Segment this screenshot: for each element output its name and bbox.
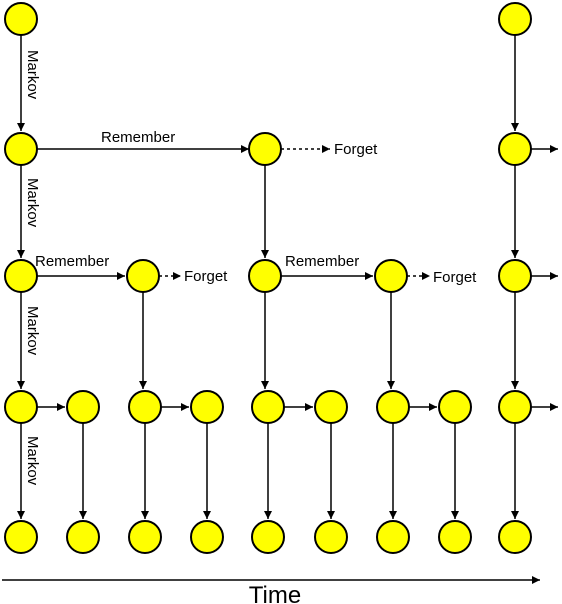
forget-label-3: Forget <box>433 269 477 286</box>
state-node-25 <box>314 520 348 554</box>
state-node-10 <box>498 259 532 293</box>
state-node-9 <box>374 259 408 293</box>
edges-layer <box>17 35 558 519</box>
state-node-22 <box>128 520 162 554</box>
state-node-13 <box>128 390 162 424</box>
state-node-16 <box>314 390 348 424</box>
state-node-8 <box>248 259 282 293</box>
state-node-5 <box>498 132 532 166</box>
markov-label-1: Markov <box>24 50 41 100</box>
state-node-14 <box>190 390 224 424</box>
state-node-6 <box>4 259 38 293</box>
state-node-26 <box>376 520 410 554</box>
state-node-4 <box>248 132 282 166</box>
state-node-18 <box>438 390 472 424</box>
nodes-layer <box>4 2 532 554</box>
remember-label-3: Remember <box>285 253 359 270</box>
markov-label-4: Markov <box>24 436 41 486</box>
state-node-12 <box>66 390 100 424</box>
state-node-24 <box>251 520 285 554</box>
state-node-21 <box>66 520 100 554</box>
state-node-1 <box>4 2 38 36</box>
state-node-20 <box>4 520 38 554</box>
time-label: Time <box>249 582 301 604</box>
state-node-3 <box>4 132 38 166</box>
remember-label-2: Remember <box>35 253 109 270</box>
state-node-27 <box>438 520 472 554</box>
state-node-19 <box>498 390 532 424</box>
markov-label-3: Markov <box>24 306 41 356</box>
forget-label-2: Forget <box>184 268 228 285</box>
state-node-28 <box>498 520 532 554</box>
remember-label-1: Remember <box>101 129 175 146</box>
state-node-11 <box>4 390 38 424</box>
markov-label-2: Markov <box>24 178 41 228</box>
state-node-7 <box>126 259 160 293</box>
state-node-2 <box>498 2 532 36</box>
state-node-17 <box>376 390 410 424</box>
state-node-23 <box>190 520 224 554</box>
state-node-15 <box>251 390 285 424</box>
forget-label-1: Forget <box>334 141 378 158</box>
